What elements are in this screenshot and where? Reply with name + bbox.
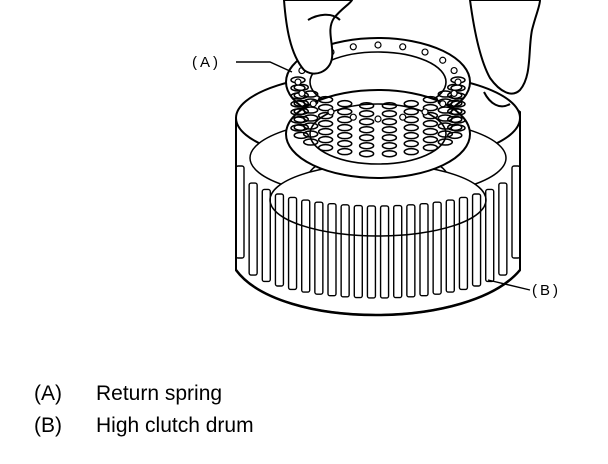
drum-slot <box>511 165 521 259</box>
retainer-hole <box>450 66 458 75</box>
drum-slot <box>274 193 285 287</box>
drum-slot <box>458 196 469 291</box>
spring-coil <box>403 99 419 156</box>
retainer-hole <box>439 56 447 64</box>
drum-slot <box>314 201 324 295</box>
drum-slot <box>432 201 442 295</box>
drum-slot <box>287 196 298 291</box>
return-spring-assembly <box>285 37 471 179</box>
spring-coil <box>293 83 309 140</box>
drum-slot <box>406 204 416 298</box>
drum-slot <box>471 193 482 287</box>
retainer-hole <box>309 100 317 108</box>
drum-slot <box>485 188 495 283</box>
drum-slot <box>393 204 403 299</box>
drum-slot <box>353 204 363 299</box>
spring-coil <box>422 95 439 152</box>
retainer-hole <box>421 108 429 116</box>
drum-slot <box>366 205 377 299</box>
retainer-hole <box>349 43 357 51</box>
retainer-hole <box>327 108 335 116</box>
retainer-hole <box>298 89 306 98</box>
retainer-hole <box>454 78 462 86</box>
technician-hands <box>282 0 542 108</box>
retainer-hole <box>374 41 382 49</box>
spring-coils <box>290 76 466 158</box>
legend-item-a: (A) Return spring <box>34 380 222 408</box>
leader-lines <box>236 61 531 291</box>
drum-slot <box>327 203 337 297</box>
drum-slot <box>248 182 258 276</box>
spring-coil <box>358 101 375 158</box>
drum-spline-slots <box>235 165 521 299</box>
drum-slot <box>261 188 271 283</box>
legend-item-b: (B) High clutch drum <box>34 412 254 440</box>
retainer-hole <box>399 113 407 121</box>
drum-slot <box>340 204 350 298</box>
drum-slot <box>419 203 429 297</box>
spring-coil <box>381 101 398 158</box>
retainer-hole <box>421 48 429 56</box>
drum-slot <box>235 165 245 259</box>
drum-slot <box>379 205 390 299</box>
retainer-hole <box>294 78 302 86</box>
spring-coil <box>317 95 334 152</box>
callout-A: (A) <box>192 54 221 71</box>
retainer-hole <box>374 115 382 123</box>
retainer-hole <box>399 43 407 51</box>
legend-label: High clutch drum <box>96 414 254 437</box>
callout-B: (B) <box>532 282 561 299</box>
legend-label: Return spring <box>96 382 223 405</box>
drum-slot <box>498 182 508 276</box>
drum-slot <box>445 199 455 293</box>
retainer-hole <box>349 113 357 121</box>
retainer-hole <box>439 100 447 108</box>
legend-key: (A) <box>34 382 62 405</box>
drum-slot <box>301 199 311 293</box>
legend-key: (B) <box>34 414 62 437</box>
retainer-hole <box>450 89 458 98</box>
